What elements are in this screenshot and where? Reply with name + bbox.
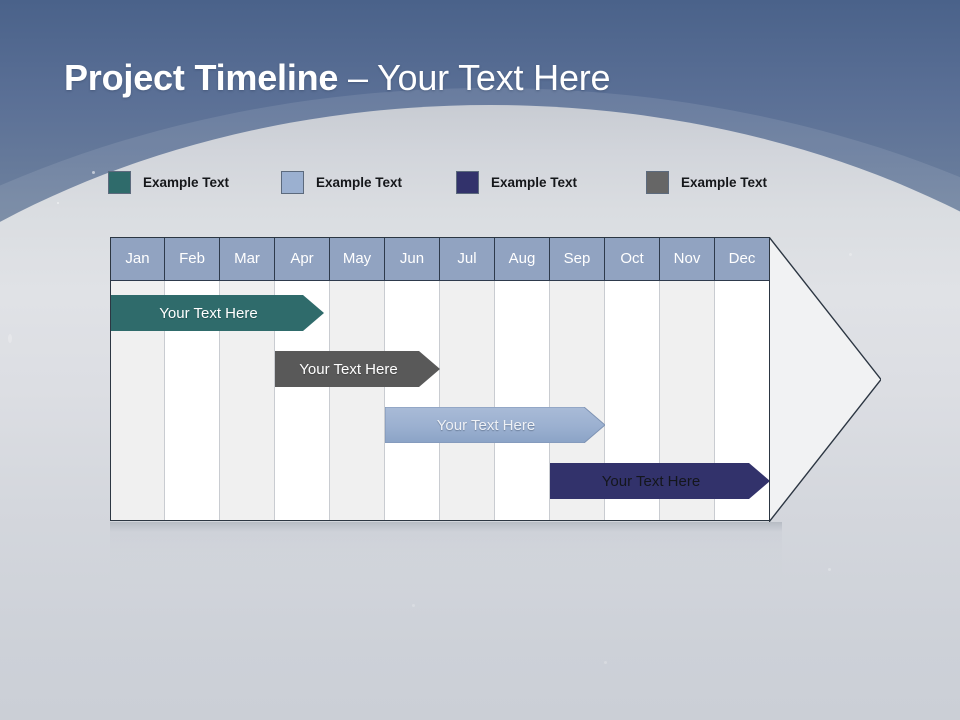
month-header-jan: Jan [110, 237, 165, 281]
month-label: Mar [234, 250, 260, 267]
page-title: Project Timeline – Your Text Here [64, 57, 611, 99]
background-speck [828, 568, 831, 571]
legend-item-3[interactable]: Example Text [456, 170, 577, 194]
page-title-separator: – [338, 57, 378, 98]
month-header-jul: Jul [440, 237, 495, 281]
month-label: May [342, 250, 372, 267]
legend-label-1: Example Text [143, 174, 230, 190]
month-header-feb: Feb [165, 237, 220, 281]
timeline-bar-4[interactable]: Your Text Here [550, 463, 770, 499]
bar-shape-light-blue [385, 407, 605, 443]
legend-swatch-navy [456, 170, 479, 194]
timeline-bar-1[interactable]: Your Text Here [111, 295, 324, 331]
timeline-bar-2[interactable]: Your Text Here [275, 351, 440, 387]
month-header-mar: Mar [220, 237, 275, 281]
legend-label-2: Example Text [316, 174, 403, 190]
legend-swatch-teal [108, 170, 131, 194]
grid-column-feb [165, 237, 220, 521]
month-label: Jul [457, 250, 477, 267]
month-header-oct: Oct [605, 237, 660, 281]
timeline-bar-2-label: Your Text Here [299, 360, 398, 378]
background-speck [8, 334, 12, 343]
legend-swatch-gray [646, 170, 669, 194]
month-header-dec: Dec [715, 237, 770, 281]
month-header-jun: Jun [385, 237, 440, 281]
month-label: Nov [673, 250, 701, 267]
timeline-bar-1-label: Your Text Here [159, 304, 258, 322]
month-label: Dec [728, 250, 756, 267]
bar-shape-navy [550, 463, 770, 499]
month-header-nov: Nov [660, 237, 715, 281]
month-label: Feb [179, 250, 205, 267]
legend: Example Text Example Text Example Text E… [108, 170, 808, 194]
month-label: Sep [563, 250, 591, 267]
legend-swatch-light-blue [281, 170, 304, 194]
background-speck [849, 253, 852, 256]
month-header-sep: Sep [550, 237, 605, 281]
legend-item-1[interactable]: Example Text [108, 170, 229, 194]
legend-label-4: Example Text [681, 174, 768, 190]
month-label: Apr [290, 250, 314, 267]
timeline-arrowhead [769, 237, 881, 522]
timeline-bar-3[interactable]: Your Text Here [385, 407, 605, 443]
legend-label-3: Example Text [491, 174, 578, 190]
page-title-light: Your Text Here [377, 57, 611, 98]
month-label: Aug [508, 250, 536, 267]
page-title-bold: Project Timeline [64, 57, 339, 98]
background-speck [92, 171, 95, 174]
month-label: Jan [125, 250, 150, 267]
legend-item-4[interactable]: Example Text [646, 170, 767, 194]
legend-item-2[interactable]: Example Text [281, 170, 402, 194]
grid-column-jan [110, 237, 165, 521]
chart-reflection [110, 522, 782, 592]
bar-shape-gray [275, 351, 440, 387]
grid-column-aug [495, 237, 550, 521]
background-speck [604, 661, 607, 664]
month-label: Jun [399, 250, 425, 267]
grid-column-mar [220, 237, 275, 521]
timeline-chart: Jan Feb Mar Apr May Jun Jul Aug Sep Oct … [110, 237, 770, 521]
month-header-aug: Aug [495, 237, 550, 281]
background-speck [412, 604, 415, 607]
timeline-bar-3-label: Your Text Here [436, 416, 536, 434]
timeline-bar-4-label: Your Text Here [601, 472, 701, 490]
month-header-apr: Apr [275, 237, 330, 281]
background-speck [57, 202, 59, 204]
bar-shape-teal [111, 295, 324, 331]
grid-column-jul [440, 237, 495, 521]
month-label: Oct [620, 250, 644, 267]
month-header-may: May [330, 237, 385, 281]
